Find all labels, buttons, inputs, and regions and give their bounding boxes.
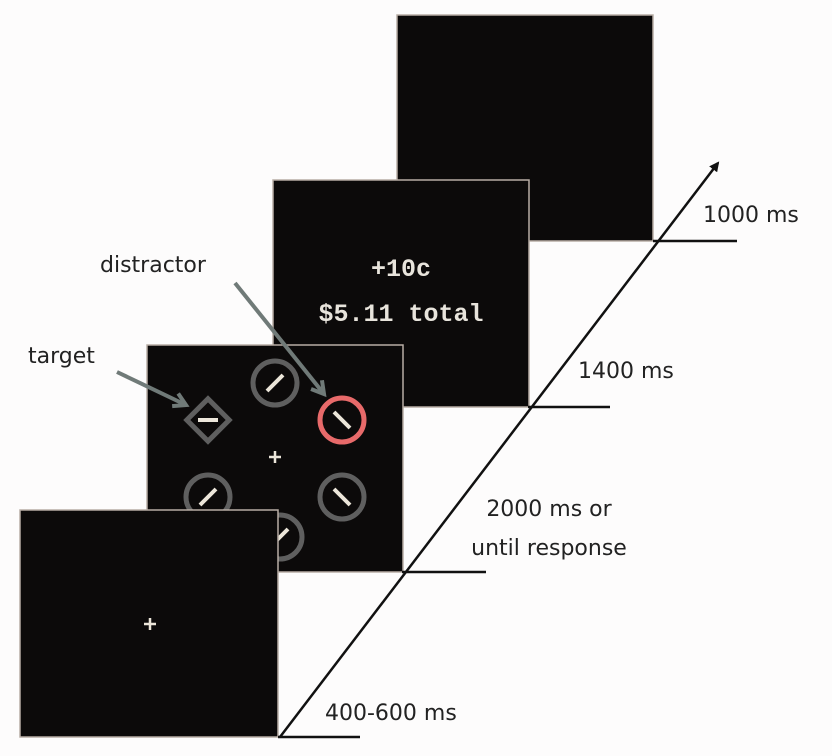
fixation-cross <box>144 618 156 630</box>
duration-feedback: 1400 ms <box>578 359 674 384</box>
target-label: target <box>28 344 95 369</box>
ring-lower-right <box>317 472 367 522</box>
ring-top <box>250 358 300 408</box>
duration-search-line2: until response <box>471 536 627 561</box>
distractor-arrow <box>233 281 327 398</box>
time-axis-arrow <box>279 161 720 738</box>
target-diamond <box>183 395 233 445</box>
search-screen <box>146 344 404 573</box>
duration-search-line1: 2000 ms or <box>486 497 612 522</box>
total-text: $5.11 total <box>318 300 483 329</box>
target-arrow <box>116 370 190 409</box>
reward-text: +10c <box>371 255 431 284</box>
duration-iti: 1000 ms <box>703 203 799 228</box>
fixation-cross <box>269 451 281 463</box>
distractor-label: distractor <box>100 253 207 278</box>
distractor-ring <box>317 395 367 445</box>
duration-fixation: 400-600 ms <box>325 701 457 726</box>
